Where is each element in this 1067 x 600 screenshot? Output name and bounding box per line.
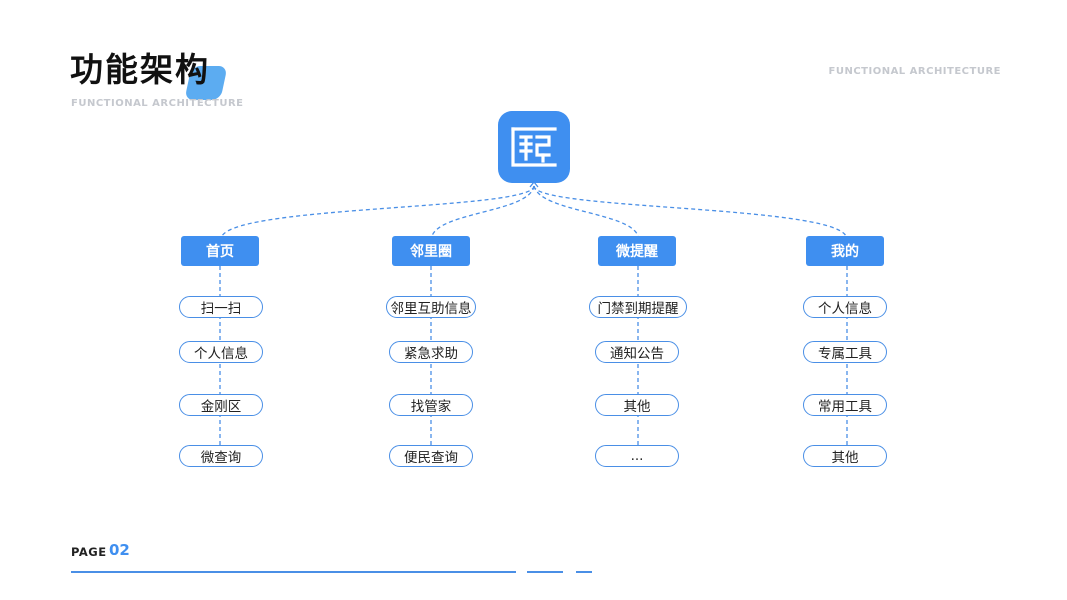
page-subtitle: FUNCTIONAL ARCHITECTURE: [71, 98, 244, 109]
list-item[interactable]: 其他: [803, 445, 887, 467]
connector-col-3: [533, 185, 639, 237]
list-item[interactable]: 找管家: [389, 394, 473, 416]
page-label: PAGE: [71, 545, 107, 559]
connector-col-1: [221, 185, 535, 237]
page-title: 功能架构: [70, 50, 210, 89]
list-item[interactable]: 通知公告: [595, 341, 679, 363]
list-item[interactable]: 个人信息: [803, 296, 887, 318]
list-item[interactable]: 邻里互助信息: [386, 296, 476, 318]
list-item[interactable]: 便民查询: [389, 445, 473, 467]
list-item[interactable]: 专属工具: [803, 341, 887, 363]
list-item[interactable]: 扫一扫: [179, 296, 263, 318]
list-item[interactable]: 紧急求助: [389, 341, 473, 363]
column-header-mine[interactable]: 我的: [806, 236, 884, 266]
corner-label: FUNCTIONAL ARCHITECTURE: [828, 66, 1001, 77]
title-block: 功能架构: [70, 48, 228, 100]
list-item[interactable]: 常用工具: [803, 394, 887, 416]
footer-bar-main: [71, 571, 516, 573]
list-item[interactable]: 金刚区: [179, 394, 263, 416]
column-header-home[interactable]: 首页: [181, 236, 259, 266]
list-item[interactable]: 其他: [595, 394, 679, 416]
list-item[interactable]: ...: [595, 445, 679, 467]
list-item[interactable]: 微查询: [179, 445, 263, 467]
list-item[interactable]: 个人信息: [179, 341, 263, 363]
connector-col-4: [533, 185, 847, 237]
column-header-neighborhood[interactable]: 邻里圈: [392, 236, 470, 266]
footer-bar-segment: [527, 571, 563, 573]
app-logo-icon[interactable]: [498, 111, 570, 183]
column-header-reminder[interactable]: 微提醒: [598, 236, 676, 266]
page-number: 02: [109, 541, 130, 559]
footer-bar-segment: [576, 571, 592, 573]
list-item[interactable]: 门禁到期提醒: [589, 296, 687, 318]
connector-col-2: [431, 185, 535, 237]
app-glyph-icon: [511, 127, 557, 167]
